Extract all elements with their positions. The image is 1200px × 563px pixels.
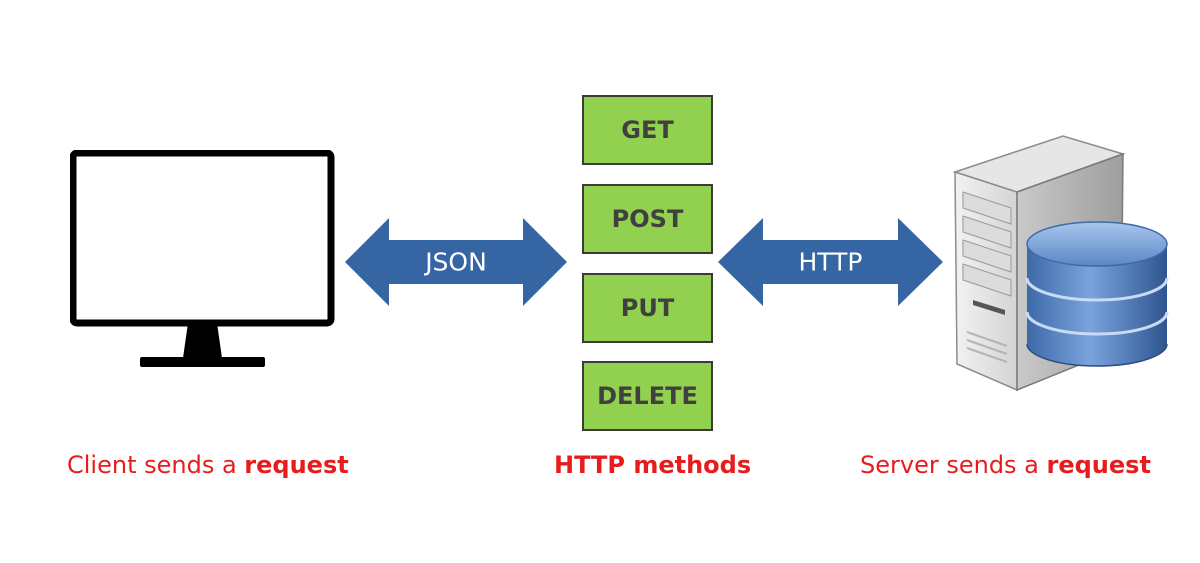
- server-caption-bold: request: [1046, 451, 1151, 479]
- client-caption: Client sends a request: [67, 451, 349, 479]
- server-tower-icon: [945, 132, 1170, 394]
- server-caption-text: Server sends a: [860, 451, 1047, 479]
- method-get-box[interactable]: GET: [582, 95, 713, 165]
- method-put-box[interactable]: PUT: [582, 273, 713, 343]
- json-double-arrow: JSON: [345, 218, 567, 306]
- method-post-box[interactable]: POST: [582, 184, 713, 254]
- http-double-arrow: HTTP: [718, 218, 943, 306]
- method-delete-box[interactable]: DELETE: [582, 361, 713, 431]
- server-caption: Server sends a request: [860, 451, 1151, 479]
- database-icon: [1025, 221, 1169, 367]
- client-caption-text: Client sends a: [67, 451, 245, 479]
- client-caption-bold: request: [244, 451, 349, 479]
- methods-caption: HTTP methods: [554, 451, 752, 479]
- client-monitor-icon: [69, 149, 335, 372]
